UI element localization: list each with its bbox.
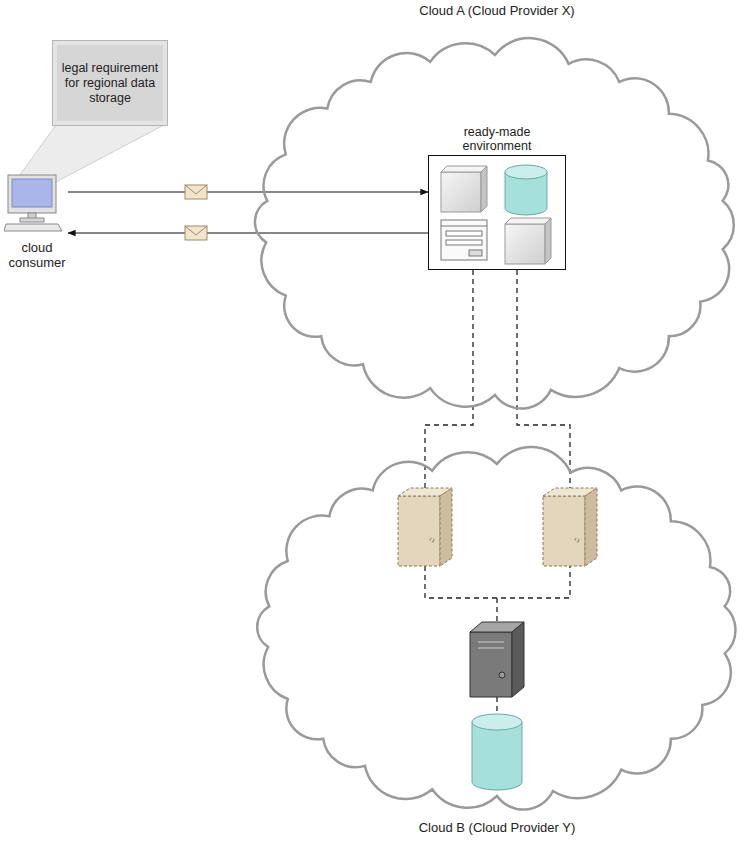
storage-device: [472, 714, 522, 790]
note-callout: legal requirement for regional data stor…: [52, 40, 168, 126]
message-arrow: [68, 232, 428, 233]
message-envelope: [185, 226, 207, 240]
cloud-region: Cloud A (Cloud Provider X) ready-made env…: [240, 0, 754, 425]
physical-server: [470, 622, 524, 697]
environment-frame: [428, 155, 566, 270]
virtual-server: [543, 488, 597, 566]
cloud-outline: [240, 440, 754, 852]
computer-icon: [4, 172, 66, 234]
node-label: legal requirement for regional data stor…: [59, 61, 161, 106]
message-arrow: [68, 191, 428, 192]
cloud-outline: [240, 0, 754, 425]
node-label: ready-made environment: [452, 125, 542, 155]
environment-box: ready-made environment: [428, 125, 566, 270]
cloud-region: Cloud B (Cloud Provider Y): [240, 440, 754, 852]
message-envelope: [185, 185, 207, 199]
environment-icons: [429, 156, 567, 271]
node-label: Cloud B (Cloud Provider Y): [240, 820, 754, 835]
node-label: Cloud A (Cloud Provider X): [240, 3, 754, 18]
virtual-server: [398, 488, 452, 566]
node-label: cloud consumer: [4, 240, 70, 270]
cloud-consumer: cloud consumer: [4, 172, 76, 270]
callout-beam: [14, 125, 164, 183]
